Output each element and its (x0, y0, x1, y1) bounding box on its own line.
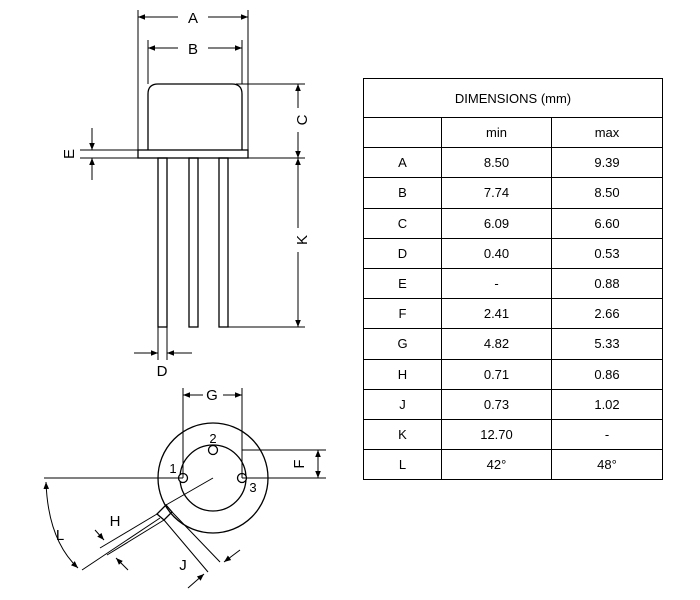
cell-min: 12.70 (441, 418, 552, 451)
label-k: K (294, 235, 311, 245)
can-body (147, 83, 243, 150)
pin-2 (207, 444, 219, 456)
label-j: J (179, 557, 187, 574)
cell-max: 0.86 (551, 358, 663, 390)
label-c: C (294, 114, 311, 125)
lead-2 (188, 157, 199, 328)
bottom-view (43, 388, 326, 589)
table-header-row: min max (363, 116, 663, 149)
cell-max: 6.60 (551, 207, 663, 239)
cell-min: 6.09 (441, 207, 552, 239)
cell-symbol: D (363, 237, 442, 269)
cell-symbol: C (363, 207, 442, 239)
header-symbol (363, 116, 442, 149)
label-a: A (188, 10, 198, 27)
cell-min: 2.41 (441, 298, 552, 330)
lead-3 (218, 157, 229, 328)
pin-label-3: 3 (249, 480, 256, 495)
cell-max: 48° (551, 449, 663, 481)
cell-symbol: H (363, 358, 442, 390)
label-l: L (56, 527, 64, 544)
label-e: E (61, 149, 78, 159)
cell-max: 5.33 (551, 328, 663, 360)
cell-symbol: F (363, 298, 442, 330)
header-max: max (551, 116, 663, 149)
header-min: min (441, 116, 552, 149)
cell-min: 8.50 (441, 147, 552, 179)
cell-symbol: A (363, 147, 442, 179)
cell-max: 1.02 (551, 388, 663, 420)
cell-min: 0.40 (441, 237, 552, 269)
table-row: E-0.88 (363, 267, 663, 300)
lead-1 (157, 157, 168, 328)
label-f: F (291, 459, 308, 468)
label-b: B (188, 41, 198, 58)
side-view (80, 10, 305, 360)
cell-min: 0.73 (441, 388, 552, 420)
cell-min: 42° (441, 449, 552, 481)
cell-max: 0.53 (551, 237, 663, 269)
cell-max: 2.66 (551, 298, 663, 330)
cell-min: - (441, 267, 552, 300)
cell-max: 9.39 (551, 147, 663, 179)
cell-min: 7.74 (441, 177, 552, 209)
cell-symbol: J (363, 388, 442, 420)
cell-symbol: B (363, 177, 442, 209)
cell-symbol: K (363, 418, 442, 451)
cell-symbol: L (363, 449, 442, 481)
cell-max: 0.88 (551, 267, 663, 300)
table-title: DIMENSIONS (mm) (363, 78, 663, 118)
label-d: D (157, 363, 168, 380)
cell-min: 0.71 (441, 358, 552, 390)
cell-symbol: G (363, 328, 442, 360)
cell-min: 4.82 (441, 328, 552, 360)
cell-symbol: E (363, 267, 442, 300)
label-h: H (110, 513, 121, 530)
pin-label-2: 2 (209, 431, 216, 446)
table-title-row: DIMENSIONS (mm) (363, 78, 663, 118)
flange (137, 149, 249, 159)
pin-label-1: 1 (169, 461, 176, 476)
label-g: G (206, 387, 218, 404)
cell-max: 8.50 (551, 177, 663, 209)
cell-max: - (551, 418, 663, 451)
